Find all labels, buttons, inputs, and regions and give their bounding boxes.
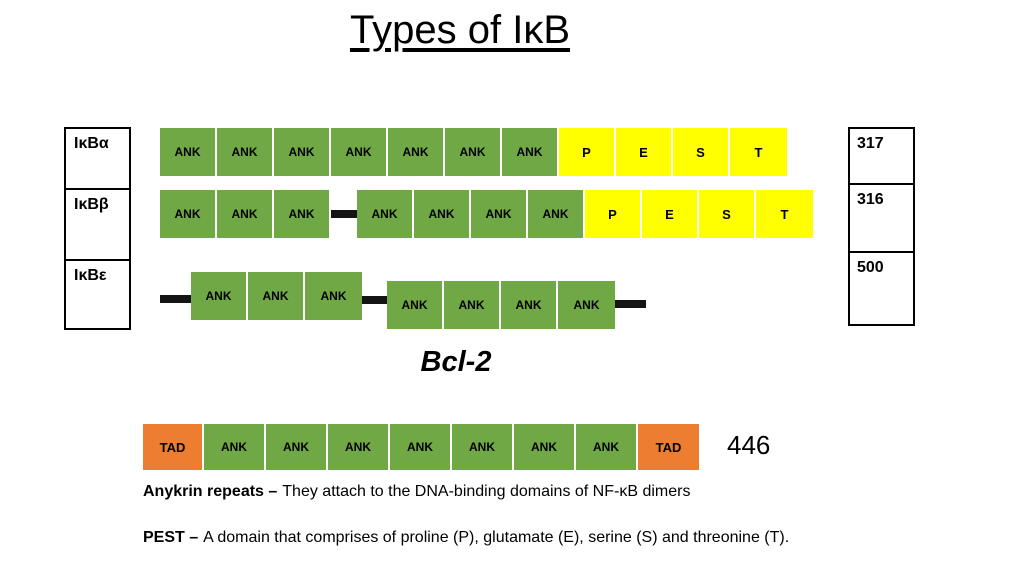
pest-domain-p: P xyxy=(559,128,616,176)
ank-domain: ANK xyxy=(217,128,274,176)
ank-domain: ANK xyxy=(514,424,576,470)
ank-domain: ANK xyxy=(274,190,331,238)
ank-domain: ANK xyxy=(191,272,248,320)
ank-domain: ANK xyxy=(328,424,390,470)
ank-domain: ANK xyxy=(501,281,558,329)
ikb-beta-domain-bar: ANK ANK ANK ANK ANK ANK ANK P E S T xyxy=(160,190,813,238)
tad-domain-right: TAD xyxy=(638,424,699,470)
ank-domain: ANK xyxy=(414,190,471,238)
ank-domain: ANK xyxy=(558,281,615,329)
bcl2-length: 446 xyxy=(727,430,771,460)
ank-domain: ANK xyxy=(445,128,502,176)
pest-domain-t: T xyxy=(756,190,813,238)
note-pest-text: A domain that comprises of proline (P), … xyxy=(203,529,790,546)
bcl2-domain-bar: TAD ANK ANK ANK ANK ANK ANK ANK TAD xyxy=(143,424,699,470)
ikb-epsilon-domain-bar: ANK ANK ANK ANK ANK ANK ANK xyxy=(160,272,646,330)
ank-domain: ANK xyxy=(357,190,414,238)
note-ankyrin: Anykrin repeats –They attach to the DNA-… xyxy=(143,483,690,501)
protein-name-ikb-alpha: IκBα xyxy=(66,129,129,190)
linker-line xyxy=(331,210,357,218)
note-ankyrin-text: They attach to the DNA-binding domains o… xyxy=(282,483,691,500)
protein-name-ikb-epsilon: IκBε xyxy=(74,267,107,284)
ank-domain: ANK xyxy=(390,424,452,470)
pest-domain-e: E xyxy=(616,128,673,176)
ank-domain: ANK xyxy=(160,128,217,176)
ank-domain: ANK xyxy=(576,424,638,470)
ank-domain: ANK xyxy=(217,190,274,238)
length-ikb-alpha: 317 xyxy=(850,129,913,185)
tad-domain-left: TAD xyxy=(143,424,204,470)
ank-domain: ANK xyxy=(471,190,528,238)
note-pest-term: PEST – xyxy=(143,529,199,546)
linker-line xyxy=(362,296,387,304)
pest-domain-t: T xyxy=(730,128,787,176)
ank-domain: ANK xyxy=(331,128,388,176)
protein-name-box: IκBα IκBβ IκBε xyxy=(64,127,131,330)
ank-domain: ANK xyxy=(248,272,305,320)
note-ankyrin-term: Anykrin repeats – xyxy=(143,483,278,500)
backbone-line xyxy=(160,295,191,303)
ank-domain: ANK xyxy=(305,272,362,320)
ank-domain: ANK xyxy=(444,281,501,329)
note-pest: PEST –A domain that comprises of proline… xyxy=(143,529,789,547)
ank-domain: ANK xyxy=(204,424,266,470)
ank-domain: ANK xyxy=(388,128,445,176)
ank-group: ANK ANK ANK ANK xyxy=(387,281,615,329)
ank-domain: ANK xyxy=(266,424,328,470)
bcl2-title: Bcl-2 xyxy=(420,346,492,378)
ank-domain: ANK xyxy=(502,128,559,176)
length-ikb-epsilon: 500 xyxy=(857,259,884,276)
ank-domain: ANK xyxy=(528,190,585,238)
pest-domain-s: S xyxy=(673,128,730,176)
ank-domain: ANK xyxy=(387,281,444,329)
page-title: Types of IκB xyxy=(349,8,571,52)
ank-group: ANK ANK ANK xyxy=(191,272,362,320)
ank-domain: ANK xyxy=(452,424,514,470)
length-ikb-beta: 316 xyxy=(850,185,913,253)
pest-domain-p: P xyxy=(585,190,642,238)
pest-domain-s: S xyxy=(699,190,756,238)
ank-domain: ANK xyxy=(274,128,331,176)
backbone-line xyxy=(615,300,646,308)
ank-domain: ANK xyxy=(160,190,217,238)
ikb-alpha-domain-bar: ANK ANK ANK ANK ANK ANK ANK P E S T xyxy=(160,128,787,176)
length-box: 317 316 500 xyxy=(848,127,915,326)
pest-domain-e: E xyxy=(642,190,699,238)
protein-name-ikb-beta: IκBβ xyxy=(66,190,129,261)
